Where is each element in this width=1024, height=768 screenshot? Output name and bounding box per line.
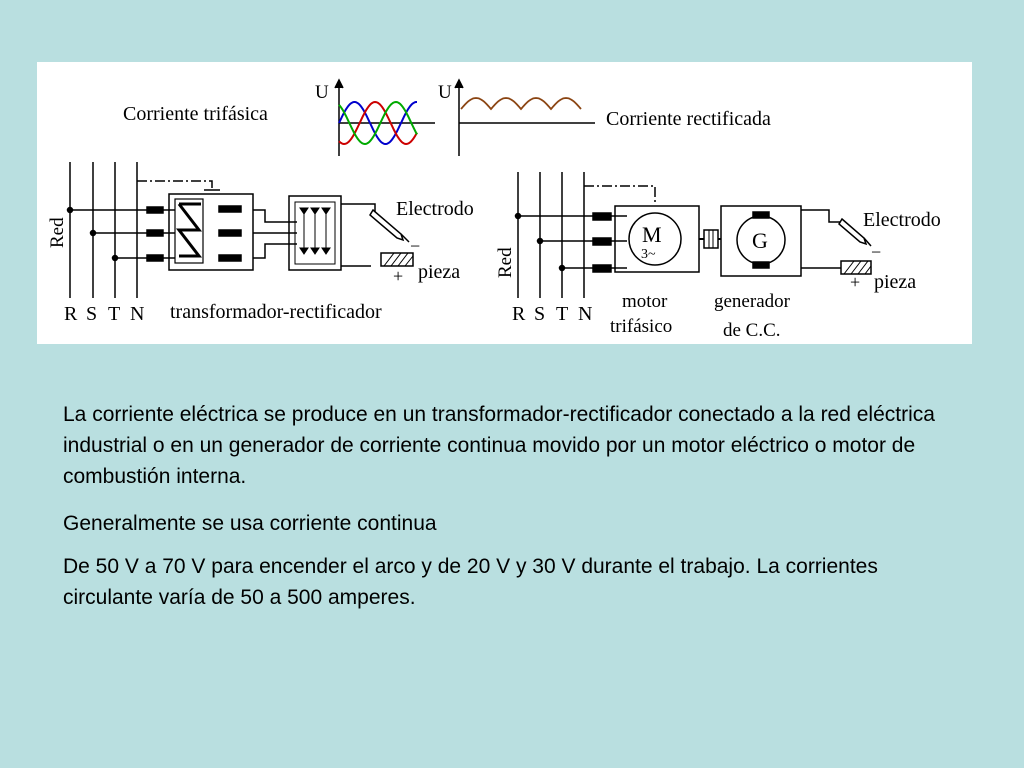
generator-caption-line-1: generador — [714, 291, 791, 312]
rectifier-box — [288, 195, 342, 271]
plus-left: + — [393, 266, 403, 286]
motor-caption-line-2: trifásico — [610, 316, 672, 337]
paragraph-3: De 50 V a 70 V para encender el arco y d… — [63, 555, 878, 609]
phase-n-left: N — [130, 303, 144, 325]
generator-caption-line-2: de C.C. — [723, 320, 781, 341]
motor-symbol-m: M — [642, 222, 662, 247]
label-corriente-rectificada: Corriente rectificada — [606, 108, 771, 130]
shaft-coupling — [703, 229, 719, 249]
phase-r-right: R — [512, 303, 526, 325]
rectified-waveform: U Corriente rectificada — [438, 78, 771, 156]
minus-right: − — [871, 242, 881, 262]
transformer-rectifier-circuit: Red — [47, 162, 474, 325]
motor-caption-line-1: motor — [622, 291, 668, 312]
axis-u-label-left: U — [315, 82, 329, 103]
pieza-label-left: pieza — [418, 261, 460, 283]
minus-left: − — [410, 236, 420, 256]
electrodo-label-left: Electrodo — [396, 198, 474, 220]
paragraph-2: Generalmente se usa corriente continua — [63, 512, 437, 535]
generator-box — [720, 205, 802, 277]
generator-symbol-g: G — [752, 228, 768, 253]
label-corriente-trifasica: Corriente trifásica — [123, 103, 268, 125]
phase-s-left: S — [86, 303, 97, 325]
phase-t-right: T — [556, 303, 568, 325]
plus-right: + — [850, 272, 860, 292]
three-phase-waveform: Corriente trifásica U — [123, 78, 435, 156]
electrode-left — [369, 208, 405, 242]
motor-generator-circuit: Red M 3~ G — [495, 172, 941, 341]
phase-wave-2 — [338, 100, 418, 146]
pieza-label-right: pieza — [874, 271, 916, 293]
rectified-wave — [460, 97, 582, 111]
axis-u-label-right: U — [438, 82, 452, 103]
motor-symbol-phase: 3~ — [641, 247, 656, 262]
u-axis-left-arrow — [334, 78, 344, 89]
electrode-right — [838, 217, 868, 246]
welding-power-diagram: Corriente trifásica U U Corriente rectif… — [37, 62, 972, 344]
phase-t-left: T — [108, 303, 120, 325]
motor-symbol-circle — [628, 212, 682, 266]
u-axis-right-arrow — [454, 78, 464, 89]
electrodo-label-right: Electrodo — [863, 209, 941, 231]
phase-s-right: S — [534, 303, 545, 325]
phase-wave-1 — [338, 101, 417, 145]
red-label-right: Red — [495, 247, 516, 278]
red-label-left: Red — [47, 217, 68, 248]
phase-wave-3 — [338, 100, 418, 146]
ground-dash-line-left — [137, 180, 213, 190]
phase-r-left: R — [64, 303, 78, 325]
transformer-box — [168, 193, 254, 271]
caption-transformador-rectificador: transformador-rectificador — [170, 301, 382, 323]
body-text: La corriente eléctrica se produce en un … — [63, 399, 968, 625]
paragraph-1: La corriente eléctrica se produce en un … — [63, 403, 935, 488]
ground-dash-line-right — [584, 185, 656, 202]
phase-n-right: N — [578, 303, 592, 325]
